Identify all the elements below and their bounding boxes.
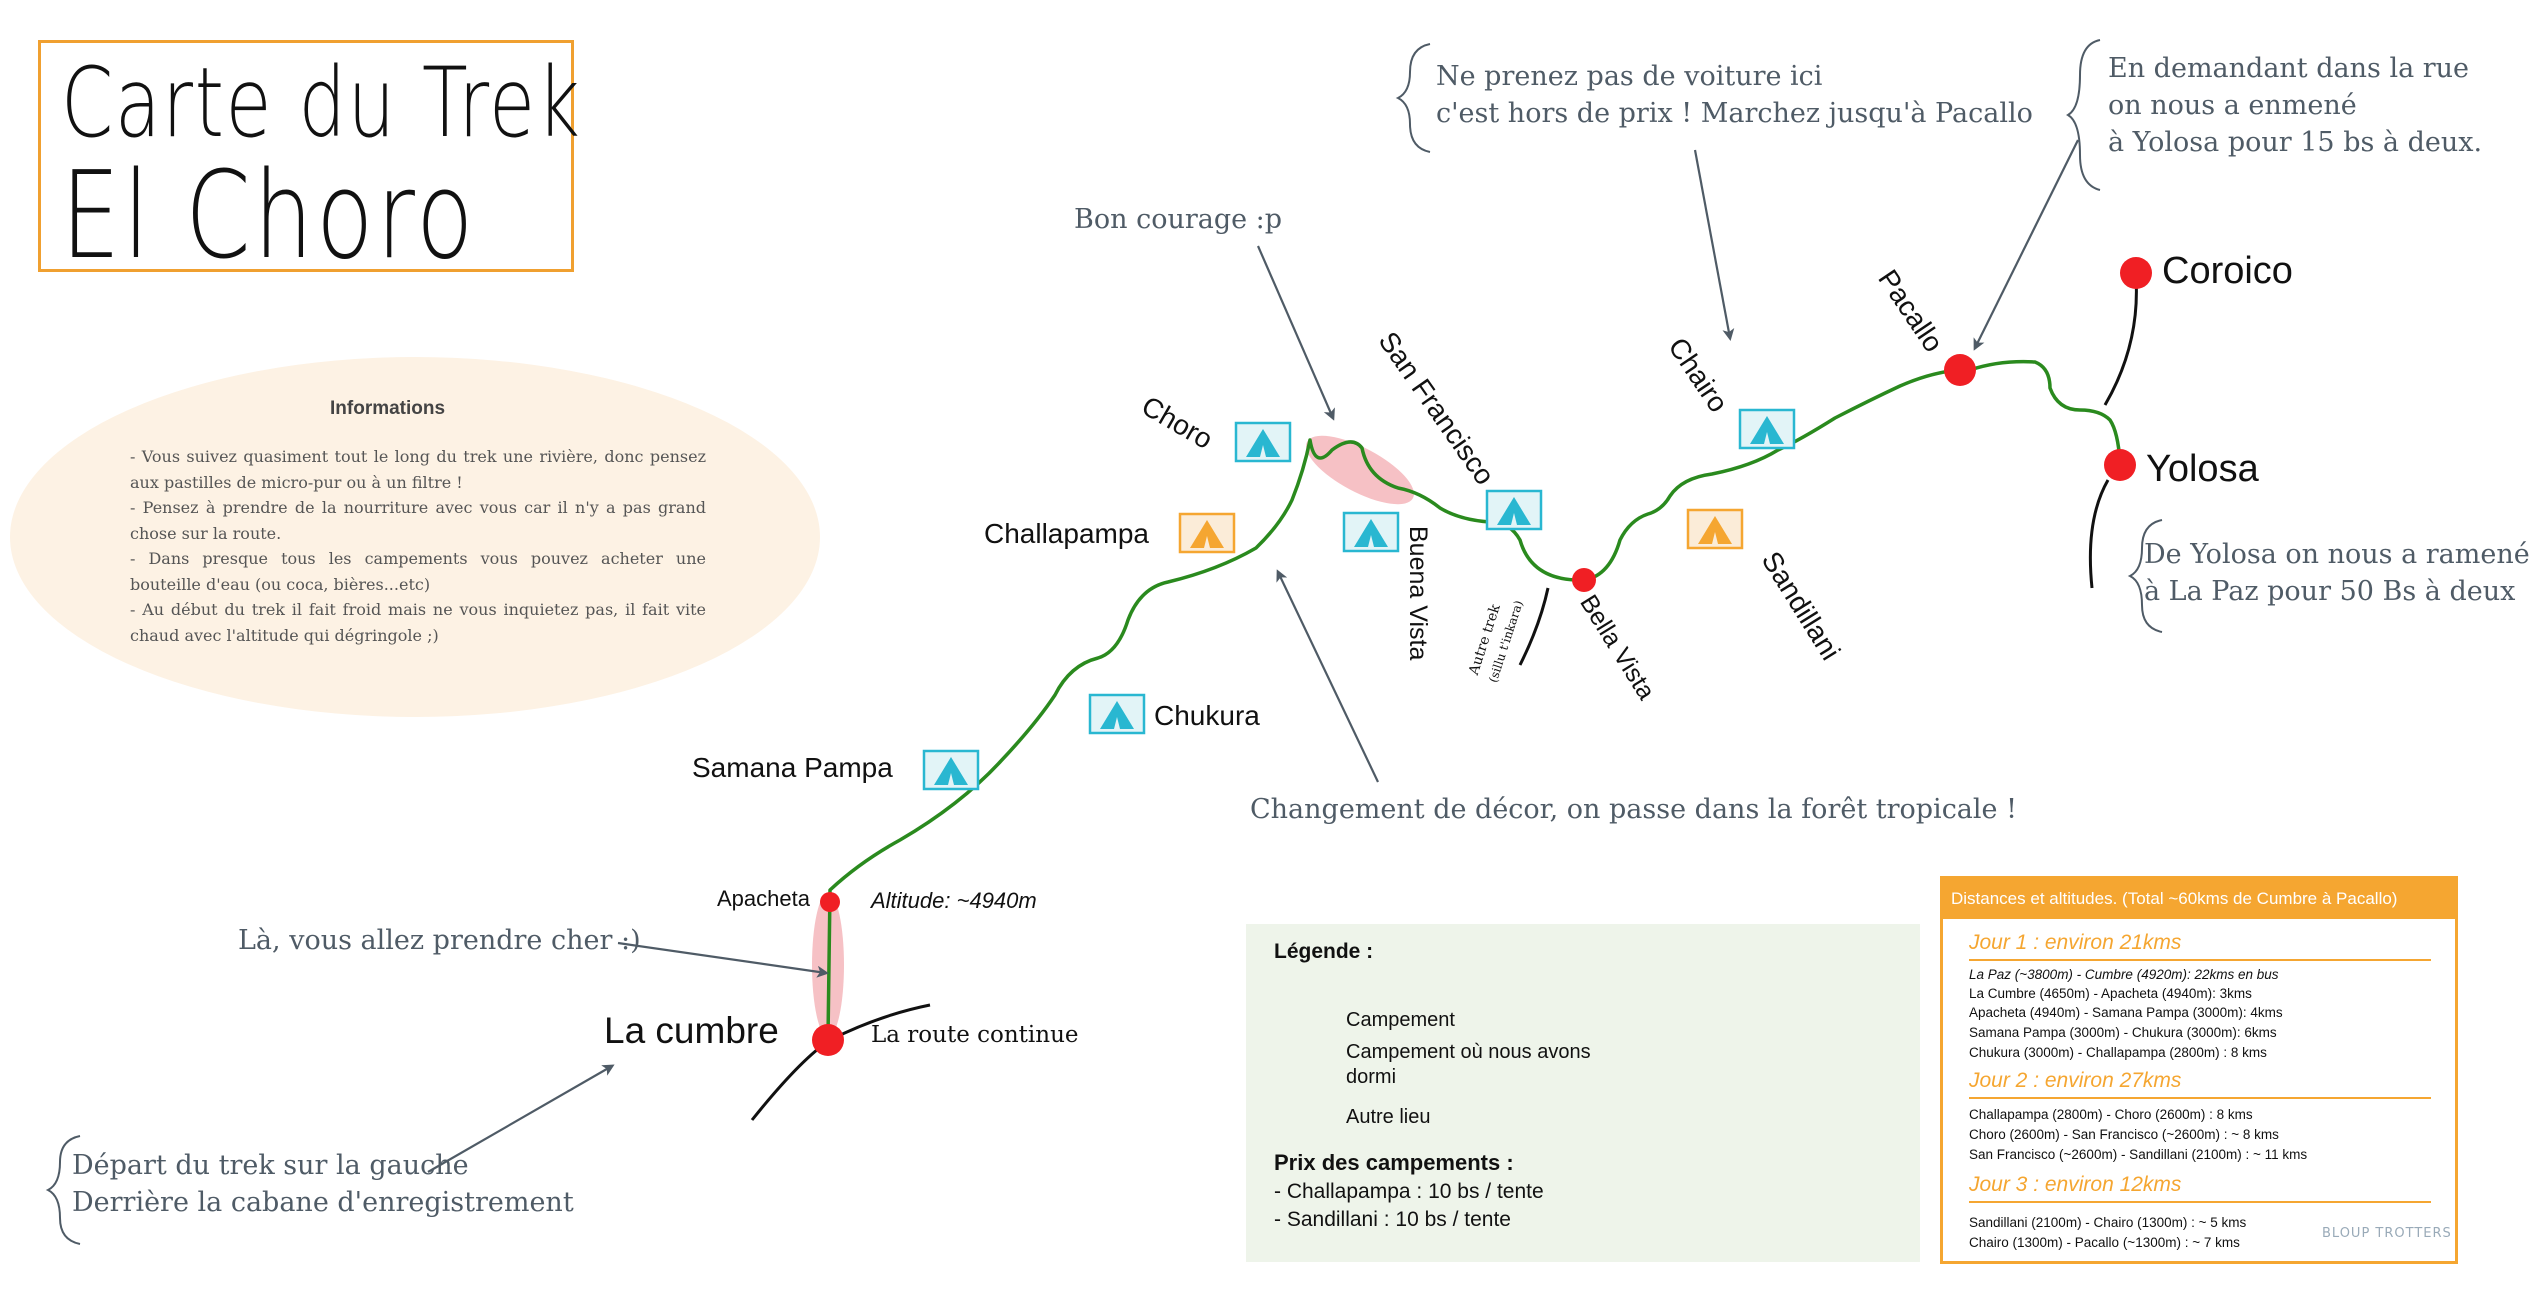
arrow-prendre-cher bbox=[617, 941, 829, 978]
distance-row: Apacheta (4940m) - Samana Pampa (3000m):… bbox=[1969, 1005, 2283, 1020]
title-box: Carte du Trek El Choro bbox=[38, 40, 580, 286]
note-decor: Changement de décor, on passe dans la fo… bbox=[1250, 794, 2017, 825]
legend-line: Campement où nous avons bbox=[1346, 1041, 1591, 1063]
road-coroico bbox=[2103, 277, 2138, 406]
info-line: - Pensez à prendre de la nourriture avec… bbox=[130, 498, 706, 543]
legend-price-row: - Challapampa : 10 bs / tente bbox=[1274, 1180, 1544, 1203]
note-line: Derrière la cabane d'enregistrement bbox=[72, 1187, 574, 1218]
label-buena-vista: Buena Vista bbox=[1404, 526, 1432, 661]
note-prendre-cher: Là, vous allez prendre cher :) bbox=[238, 925, 641, 956]
distance-row: Chairo (1300m) - Pacallo (~1300m) : ~ 7 … bbox=[1969, 1235, 2240, 1250]
note-line: c'est hors de prix ! Marchez jusqu'à Pac… bbox=[1436, 98, 2033, 129]
note-depart: Départ du trek sur la gauche Derrière la… bbox=[72, 1147, 574, 1221]
info-line: - Dans presque tous les campements vous … bbox=[130, 549, 706, 594]
camp-icon-choro bbox=[1234, 421, 1292, 463]
camp-icon-chairo bbox=[1738, 408, 1796, 450]
note-bon-courage: Bon courage :p bbox=[1074, 204, 1283, 235]
dot-bella-vista bbox=[1572, 568, 1596, 592]
brace-yolosa bbox=[2127, 519, 2163, 633]
legend-prices-title: Prix des campements : bbox=[1274, 1150, 1514, 1175]
camp-icon-challapampa bbox=[1178, 512, 1236, 554]
road-yolosa bbox=[2088, 479, 2110, 589]
day-title: Jour 1 : environ 21kms bbox=[1969, 931, 2182, 954]
distances-header: Distances et altitudes. (Total ~60kms de… bbox=[1943, 879, 2455, 919]
camp-icon-chukura bbox=[1088, 693, 1146, 735]
day-divider bbox=[1969, 1097, 2431, 1099]
label-apacheta: Apacheta bbox=[717, 886, 810, 911]
legend-line: dormi bbox=[1346, 1066, 1397, 1088]
label-route-continue: La route continue bbox=[871, 1022, 1079, 1048]
distance-row: La Paz (~3800m) - Cumbre (4920m): 22kms … bbox=[1969, 967, 2279, 982]
note-line: Ne prenez pas de voiture ici bbox=[1436, 61, 1823, 92]
distance-row: San Francisco (~2600m) - Sandillani (210… bbox=[1969, 1147, 2308, 1162]
dot-pacallo bbox=[1944, 354, 1976, 386]
legend-box: Légende : Campement Campement où nous av… bbox=[1246, 924, 1920, 1262]
day-divider bbox=[1969, 1201, 2431, 1203]
day-divider bbox=[1969, 959, 2431, 961]
title-line-1: Carte du Trek bbox=[61, 47, 582, 159]
legend-price-row: - Sandillani : 10 bs / tente bbox=[1274, 1208, 1511, 1231]
camp-icon-buena-vista bbox=[1342, 511, 1400, 553]
arrow-demandant bbox=[1973, 139, 2079, 351]
note-line: à Yolosa pour 15 bs à deux. bbox=[2108, 127, 2483, 158]
arrow-decor bbox=[1276, 569, 1379, 783]
highlight-choro-pass bbox=[1306, 435, 1414, 505]
dot-la-cumbre bbox=[812, 1024, 844, 1056]
arrow-voiture bbox=[1693, 149, 1735, 341]
note-line: on nous a enmené bbox=[2108, 90, 2357, 121]
brace-demandant bbox=[2066, 39, 2101, 191]
day-title: Jour 3 : environ 12kms bbox=[1969, 1173, 2182, 1196]
dot-coroico bbox=[2120, 257, 2152, 289]
legend-camp-label: Campement bbox=[1346, 1009, 1455, 1031]
legend-other-label: Autre lieu bbox=[1346, 1106, 1431, 1128]
watermark-logo: BLOUP TROTTERS bbox=[2322, 1226, 2452, 1241]
brace-voiture bbox=[1395, 43, 1431, 153]
distance-row: Challapampa (2800m) - Choro (2600m) : 8 … bbox=[1969, 1107, 2253, 1122]
info-bubble bbox=[10, 357, 820, 717]
legend-camp-slept-label: Campement où nous avons dormi bbox=[1346, 1040, 1591, 1090]
arrow-depart bbox=[427, 1064, 615, 1173]
label-yolosa: Yolosa bbox=[2146, 448, 2259, 490]
day-title: Jour 2 : environ 27kms bbox=[1969, 1069, 2182, 1092]
dot-yolosa bbox=[2104, 449, 2136, 481]
info-text: - Vous suivez quasiment tout le long du … bbox=[130, 444, 706, 648]
camp-icon-sandillani bbox=[1686, 508, 1744, 550]
label-coroico: Coroico bbox=[2162, 250, 2293, 292]
distance-row: Choro (2600m) - San Francisco (~2600m) :… bbox=[1969, 1127, 2279, 1142]
distance-row: La Cumbre (4650m) - Apacheta (4940m): 3k… bbox=[1969, 986, 2252, 1001]
brace-depart bbox=[45, 1135, 81, 1245]
note-line: à La Paz pour 50 Bs à deux bbox=[2144, 576, 2516, 607]
info-line: - Au début du trek il fait froid mais ne… bbox=[130, 600, 706, 645]
note-demandant: En demandant dans la rue on nous a enmen… bbox=[2108, 50, 2482, 161]
label-la-cumbre: La cumbre bbox=[604, 1010, 779, 1051]
title-line-2: El Choro bbox=[61, 147, 477, 286]
distance-row: Samana Pampa (3000m) - Chukura (3000m): … bbox=[1969, 1025, 2277, 1040]
info-line: - Vous suivez quasiment tout le long du … bbox=[130, 447, 706, 492]
note-yolosa-retour: De Yolosa on nous a ramené à La Paz pour… bbox=[2144, 536, 2530, 610]
note-line: Départ du trek sur la gauche bbox=[72, 1150, 469, 1181]
note-line: En demandant dans la rue bbox=[2108, 53, 2470, 84]
road-autre-trek bbox=[1518, 587, 1550, 666]
arrow-bon-courage bbox=[1256, 245, 1335, 421]
distance-row: Sandillani (2100m) - Chairo (1300m) : ~ … bbox=[1969, 1215, 2247, 1230]
info-title: Informations bbox=[330, 398, 446, 419]
distances-box: Distances et altitudes. (Total ~60kms de… bbox=[1940, 876, 2458, 1264]
label-samana-pampa: Samana Pampa bbox=[692, 752, 893, 783]
label-chukura: Chukura bbox=[1154, 700, 1260, 731]
camp-icon-samana-pampa bbox=[922, 749, 980, 791]
camp-icon-san-francisco bbox=[1485, 489, 1543, 531]
dot-apacheta bbox=[820, 892, 840, 912]
note-voiture: Ne prenez pas de voiture ici c'est hors … bbox=[1436, 58, 2033, 132]
note-line: De Yolosa on nous a ramené bbox=[2144, 539, 2530, 570]
legend-title: Légende : bbox=[1274, 940, 1374, 963]
label-challapampa: Challapampa bbox=[984, 518, 1149, 549]
label-altitude: Altitude: ~4940m bbox=[871, 888, 1037, 913]
distance-row: Chukura (3000m) - Challapampa (2800m) : … bbox=[1969, 1045, 2267, 1060]
